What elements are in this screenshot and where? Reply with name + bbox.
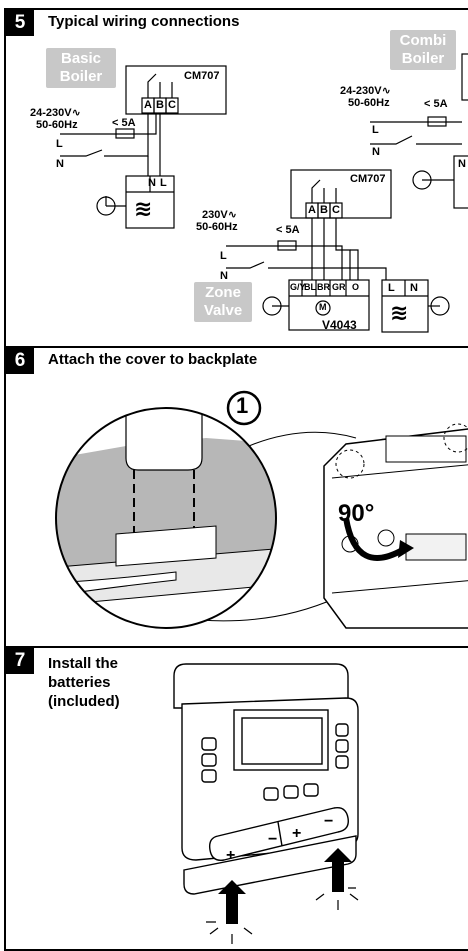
valve-terminal-bl: BL [304, 282, 316, 292]
valve-terminal-gy: G/Y [290, 282, 306, 292]
combi-boiler-terminal-n: N [458, 158, 466, 170]
zone-supply-voltage: 230V∿ [202, 209, 237, 221]
valve-terminal-gr: GR [332, 282, 346, 292]
motor-symbol: M [319, 302, 327, 312]
section-number: 5 [6, 10, 34, 36]
svg-text:−: − [324, 813, 333, 830]
supply-frequency: 50-60Hz [36, 119, 78, 131]
zone-terminal-a: A [308, 204, 316, 216]
valve-terminal-o: O [352, 282, 360, 292]
combi-fuse-label: < 5A [424, 98, 448, 110]
section-title: Attach the cover to backplate [48, 351, 258, 368]
zone-device-label: CM707 [350, 173, 386, 185]
boiler-terminal-l: L [160, 177, 167, 189]
section-title: Install the batteries (included) [48, 655, 120, 710]
svg-text:+: + [292, 825, 301, 842]
device-label: CM707 [184, 70, 220, 82]
combi-supply-voltage: 24-230V∿ [340, 85, 391, 97]
battery-illustration: + − + − [173, 663, 359, 944]
step-number: 1 [236, 393, 249, 418]
zone-neutral-label: N [220, 270, 228, 282]
svg-text:−: − [268, 831, 277, 848]
live-label: L [56, 138, 63, 150]
fuse-label: < 5A [112, 117, 136, 129]
section-number: 7 [6, 648, 34, 674]
section-attach-cover: 6 Attach the cover to backplate [4, 346, 468, 650]
valve-model: V4043 [322, 318, 357, 332]
section-number: 6 [6, 348, 34, 374]
zone-fuse-label: < 5A [276, 224, 300, 236]
zone-heat-icon: ≋ [390, 300, 409, 325]
rotation-angle: 90° [338, 500, 375, 527]
combi-supply-frequency: 50-60Hz [348, 97, 390, 109]
cover-illustration [55, 390, 468, 629]
heat-icon: ≋ [134, 196, 153, 221]
boiler-terminal-n: N [148, 177, 156, 189]
combi-live-label: L [372, 124, 379, 136]
zone-supply-frequency: 50-60Hz [196, 221, 238, 233]
wiring-diagram [60, 53, 468, 333]
terminal-a: A [144, 99, 152, 111]
zone-terminal-b: B [320, 204, 328, 216]
zone-boiler-terminal-n: N [410, 282, 418, 294]
combi-neutral-label: N [372, 146, 380, 158]
terminal-c: C [168, 99, 176, 111]
terminal-b: B [156, 99, 164, 111]
neutral-label: N [56, 158, 64, 170]
section-title: Typical wiring connections [48, 13, 240, 30]
zone-boiler-terminal-l: L [388, 282, 395, 294]
supply-voltage: 24-230V∿ [30, 107, 81, 119]
section-batteries: 7 Install the batteries (included) [4, 646, 468, 951]
zone-live-label: L [220, 250, 227, 262]
svg-text:+: + [226, 847, 235, 864]
zone-terminal-c: C [332, 204, 340, 216]
valve-terminal-br: BR [317, 282, 330, 292]
